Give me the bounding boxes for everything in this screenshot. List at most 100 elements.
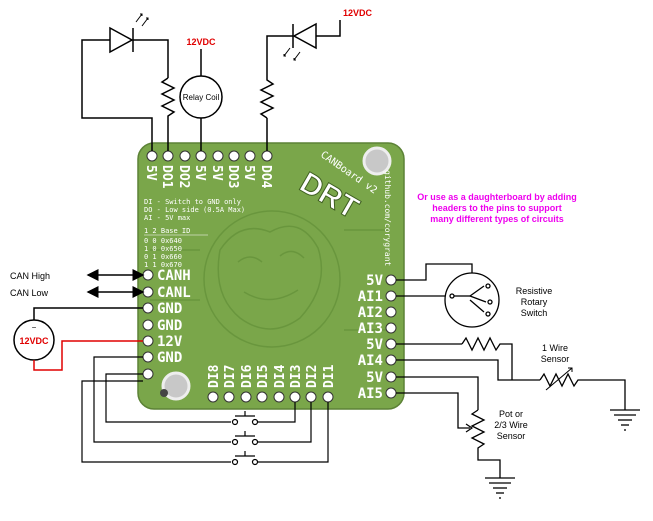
- rotary-switch-label: Resistive Rotary Switch: [516, 286, 553, 318]
- pin-pad[interactable]: [142, 351, 154, 363]
- led-12vdc-label: 12VDC: [343, 8, 373, 18]
- pin-label: AI2: [358, 305, 383, 321]
- pin-label: GND: [157, 350, 182, 366]
- pin-label: DI2: [305, 365, 320, 388]
- source-12vdc-label: 12VDC: [19, 336, 49, 346]
- pin-pad[interactable]: [289, 391, 301, 403]
- dip-row: 0 1 0x660: [144, 253, 182, 261]
- ground-icon: [485, 477, 515, 499]
- resistor-icon: [160, 77, 176, 151]
- ground-icon: [610, 409, 640, 431]
- pin-pad[interactable]: [240, 391, 252, 403]
- pin-pad[interactable]: [385, 306, 397, 318]
- rotary-switch-circuit: [396, 263, 500, 328]
- pin-pad[interactable]: [322, 391, 334, 403]
- led-icon: [109, 13, 149, 54]
- led-circuit-left: [81, 13, 176, 151]
- svg-text:Pot or: Pot or: [499, 409, 523, 419]
- svg-text:2/3 Wire: 2/3 Wire: [494, 420, 528, 430]
- relay-circuit: 12VDC Relay Coil: [179, 37, 223, 151]
- pot-sensor-label: Pot or 2/3 Wire Sensor: [494, 409, 528, 441]
- svg-text:1 Wire: 1 Wire: [542, 343, 568, 353]
- pin-pad[interactable]: [244, 150, 256, 162]
- pin-pad[interactable]: [142, 302, 154, 314]
- pin-pad[interactable]: [142, 269, 154, 281]
- svg-text:Or use as a daughterboard by a: Or use as a daughterboard by adding: [417, 192, 577, 202]
- svg-text:−: −: [32, 323, 37, 332]
- pin-pad[interactable]: [385, 387, 397, 399]
- pin-pad[interactable]: [273, 391, 285, 403]
- pin-pad[interactable]: [256, 391, 268, 403]
- pin-label: 5V: [143, 165, 158, 181]
- pin-pad[interactable]: [385, 290, 397, 302]
- dog-logo-art: [150, 210, 390, 348]
- right-header: 5V AI1 AI2 AI3 5V AI4 5V AI5: [358, 273, 397, 402]
- pin-pad[interactable]: [162, 150, 174, 162]
- relay-12vdc-label: 12VDC: [186, 37, 216, 47]
- legend-line: DO - Low side (0.5A Max): [144, 206, 245, 214]
- mounting-hole: [362, 146, 392, 176]
- top-header: 5V DO1 DO2 5V 5V DO3 5V DO4: [143, 150, 273, 189]
- dip-row: 1 1 0x670: [144, 261, 182, 269]
- can-wires: [86, 269, 145, 298]
- pin-label: DI1: [322, 364, 337, 388]
- pin-pad[interactable]: [228, 150, 240, 162]
- pin-pad[interactable]: [385, 338, 397, 350]
- potentiometer-icon: [470, 409, 501, 478]
- bottom-header: DI8 DI7 DI6 DI5 DI4 DI3 DI2 DI1: [207, 364, 337, 403]
- pin-pad[interactable]: [142, 319, 154, 331]
- can-low-label: CAN Low: [10, 288, 49, 298]
- pin-pad[interactable]: [146, 150, 158, 162]
- pin-pad[interactable]: [261, 150, 273, 162]
- pin-label: 5V: [241, 165, 256, 181]
- pin-label: DO3: [225, 165, 240, 188]
- pin-pad[interactable]: [385, 354, 397, 366]
- svg-text:Switch: Switch: [521, 308, 548, 318]
- pin-label: DO1: [159, 165, 174, 189]
- pin-label: DI6: [240, 364, 255, 388]
- pin-label: GND: [157, 318, 182, 334]
- dip-header: 1 2 Base ID: [144, 227, 190, 235]
- canboard-pcb: CANBoard v2 DRT github.com/corygrant DI …: [137, 142, 405, 410]
- switch-icon: [231, 431, 259, 446]
- dip-table: 1 2 Base ID 0 0 0x640 1 0 0x650 0 1 0x66…: [144, 227, 208, 269]
- resistor-icon: [259, 35, 293, 119]
- pin-pad[interactable]: [207, 391, 219, 403]
- pin-pad[interactable]: [223, 391, 235, 403]
- pin-label: DI3: [289, 365, 304, 388]
- pin-label: DO2: [176, 165, 191, 188]
- pin-label: AI5: [358, 386, 383, 402]
- pin-pad[interactable]: [142, 286, 154, 298]
- resistor-icon: [461, 336, 513, 364]
- pin-pad[interactable]: [142, 368, 154, 380]
- pin-label: DO4: [258, 165, 273, 189]
- power-supply: − 12VDC: [13, 307, 143, 371]
- pin-pad[interactable]: [385, 371, 397, 383]
- pin-label: DI7: [223, 365, 238, 388]
- pin-pad[interactable]: [212, 150, 224, 162]
- di-switch-wiring: [81, 356, 329, 466]
- led-circuit-right: [259, 20, 341, 151]
- pin-pad[interactable]: [385, 322, 397, 334]
- can-high-label: CAN High: [10, 271, 50, 281]
- thermistor-icon: [539, 372, 626, 410]
- led-icon: [283, 22, 317, 61]
- pin-label: 5V: [209, 165, 224, 181]
- svg-text:Sensor: Sensor: [497, 431, 526, 441]
- pin-pad[interactable]: [179, 150, 191, 162]
- pin-label: 5V: [366, 337, 383, 353]
- pin-pad[interactable]: [142, 335, 154, 347]
- pin-pad[interactable]: [195, 150, 207, 162]
- board-url: github.com/corygrant: [383, 170, 392, 267]
- pin-pad[interactable]: [385, 274, 397, 286]
- pot-sensor-circuit: [396, 376, 515, 499]
- pin-label: DI8: [207, 364, 222, 388]
- pin-label: AI1: [358, 289, 383, 305]
- svg-text:Sensor: Sensor: [541, 354, 570, 364]
- svg-text:Rotary: Rotary: [521, 297, 548, 307]
- mounting-hole: [161, 371, 191, 401]
- pin-pad[interactable]: [305, 391, 317, 403]
- pin-label: DI5: [256, 365, 271, 388]
- relay-coil-label: Relay Coil: [183, 93, 220, 102]
